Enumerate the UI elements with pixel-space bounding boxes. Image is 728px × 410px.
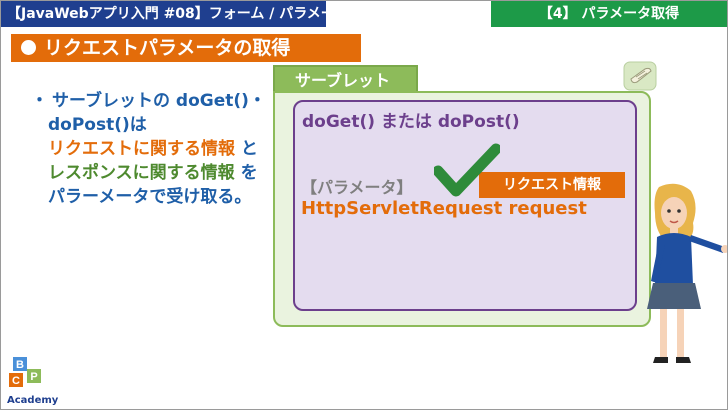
check-mark-icon <box>434 143 500 199</box>
presenter-illustration <box>633 183 728 373</box>
bullet-line-2: doPost()は <box>31 113 276 137</box>
bullet-line-4-tail: を <box>235 163 258 183</box>
svg-text:P: P <box>30 371 37 383</box>
scroll-icon <box>623 61 657 91</box>
bullet-line-1: ・サーブレットの doGet()・ <box>31 89 276 113</box>
section-title-bar: リクエストパラメータの取得 <box>11 34 361 62</box>
request-info-tag: リクエスト情報 <box>479 172 625 198</box>
section-title: リクエストパラメータの取得 <box>44 37 290 59</box>
bullet-mark: ・ <box>31 91 48 111</box>
bullet-line-5: パラーメータで受け取る。 <box>31 185 276 209</box>
chapter-label: 【4】 パラメータ取得 <box>491 1 727 27</box>
method-signature: doGet() または doPost() <box>302 107 520 132</box>
parameter-code: HttpServletRequest request <box>301 198 587 219</box>
bullet-line-3: リクエストに関する情報 と <box>31 137 276 161</box>
servlet-tab: サーブレット <box>273 65 418 93</box>
svg-text:B: B <box>16 359 24 371</box>
svg-text:C: C <box>12 375 20 387</box>
bullet-line-3-tail: と <box>235 139 258 159</box>
response-info-highlight: レスポンスに関する情報 <box>48 163 235 183</box>
parameter-label: 【パラメータ】 <box>301 174 413 198</box>
logo-text: Academy <box>7 395 58 406</box>
bullet-line-4: レスポンスに関する情報 を <box>31 161 276 185</box>
request-info-highlight: リクエストに関する情報 <box>48 139 235 159</box>
course-title: 【JavaWebアプリ入門 #08】フォーム / パラメータ <box>1 1 326 27</box>
bullet-text: ・サーブレットの doGet()・ doPost()は リクエストに関する情報 … <box>31 89 276 209</box>
bullet-line-1-text: サーブレットの doGet()・ <box>52 91 266 111</box>
bullet-circle-icon <box>21 40 36 55</box>
